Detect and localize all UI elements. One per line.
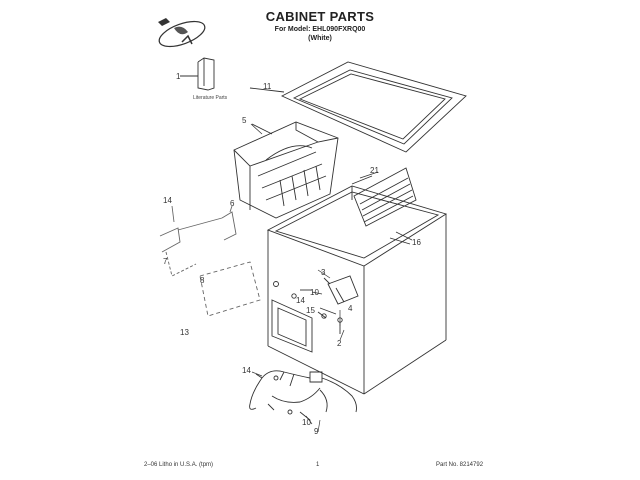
callout-16: 16 [412,238,421,247]
footer-page-number: 1 [316,462,320,468]
back-panel-drawing [160,206,260,316]
cabinet-drawing [268,186,446,394]
basket-drawing [234,122,338,218]
footer-part-number: Part No. 8214792 [436,462,484,468]
lid-drawing [250,62,466,152]
callout-10b: 10 [302,418,311,427]
callout-14b: 14 [296,296,305,305]
callout-10a: 10 [310,288,319,297]
hinge-drawing [324,276,358,334]
callout-5: 5 [242,116,247,125]
callout-9: 9 [314,427,319,436]
brand-logo-icon [158,18,206,48]
callout-2: 2 [337,339,342,348]
callout-13: 13 [180,328,189,337]
callout-6: 6 [230,199,235,208]
divider-drawing [352,168,416,226]
callout-8: 8 [200,276,205,285]
page-title: CABINET PARTS [265,9,375,24]
callout-14a: 14 [163,196,172,205]
callout-1: 1 [176,72,181,81]
literature-parts-drawing [180,58,214,90]
callout-15: 15 [306,306,315,315]
cabinet-screws-drawing [274,282,327,319]
leader-lines [251,124,412,432]
literature-label: Literature Parts [193,95,228,101]
color-line: (White) [308,35,332,42]
callout-4: 4 [348,304,353,313]
callout-11: 11 [263,82,272,91]
footer-litho: 2–06 Litho in U.S.A. (tpm) [144,462,214,468]
model-line: For Model: EHL090FXRQ00 [274,26,366,33]
callout-21: 21 [370,166,379,175]
callout-7: 7 [163,257,168,266]
callout-14c: 14 [242,366,251,375]
callout-3: 3 [321,268,326,277]
wiring-harness-drawing [250,371,357,420]
